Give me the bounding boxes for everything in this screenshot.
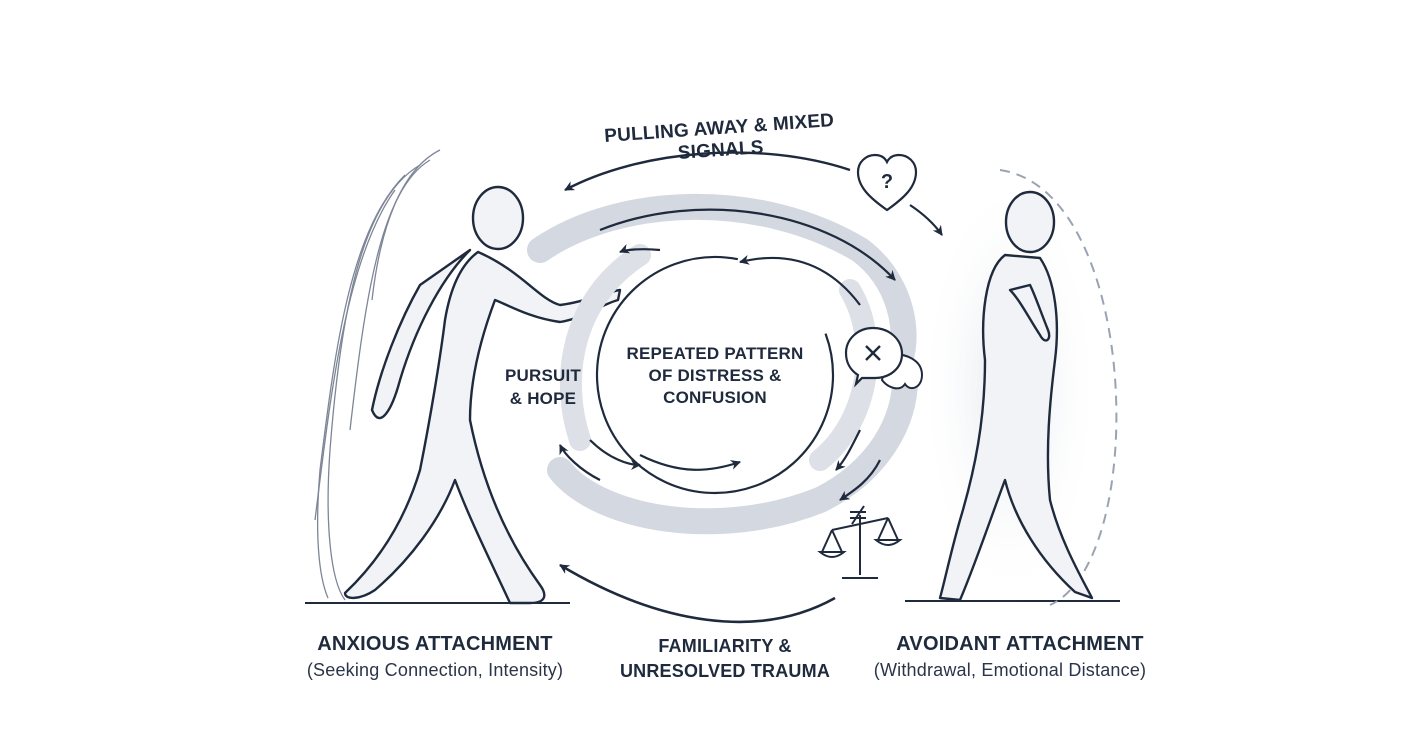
center-label-line3: CONFUSION bbox=[663, 388, 767, 407]
anxious-attachment-subtitle: (Seeking Connection, Intensity) bbox=[306, 660, 564, 680]
familiarity-label-line1: FAMILIARITY & bbox=[658, 636, 792, 656]
center-label-line2: OF DISTRESS & bbox=[648, 366, 782, 385]
familiarity-label-line2: UNRESOLVED TRAUMA bbox=[619, 661, 831, 681]
heart-arrow bbox=[909, 204, 943, 236]
avoidant-figure bbox=[938, 190, 1094, 602]
avoidant-attachment-subtitle: (Withdrawal, Emotional Distance) bbox=[873, 660, 1147, 680]
bottom-arc-arrow bbox=[559, 563, 836, 624]
heart-question-icon: ? bbox=[856, 153, 918, 212]
center-label-line1: REPEATED PATTERN bbox=[626, 344, 804, 363]
pursuit-label-line1: PURSUIT bbox=[504, 366, 582, 385]
top-arc-arrow bbox=[564, 151, 851, 192]
avoidant-attachment-title: AVOIDANT ATTACHMENT bbox=[896, 633, 1144, 655]
anxious-motion-lines bbox=[314, 149, 441, 601]
scales-not-equal-icon bbox=[817, 505, 903, 579]
anxious-figure bbox=[343, 185, 622, 605]
distress-swirl bbox=[527, 193, 918, 535]
anxious-attachment-title: ANXIOUS ATTACHMENT bbox=[317, 633, 553, 655]
avoidant-barrier-dashed bbox=[999, 169, 1118, 606]
speech-bubble-x-icon bbox=[844, 326, 924, 390]
svg-text:?: ? bbox=[881, 171, 893, 193]
pursuit-label-line2: & HOPE bbox=[509, 389, 577, 408]
